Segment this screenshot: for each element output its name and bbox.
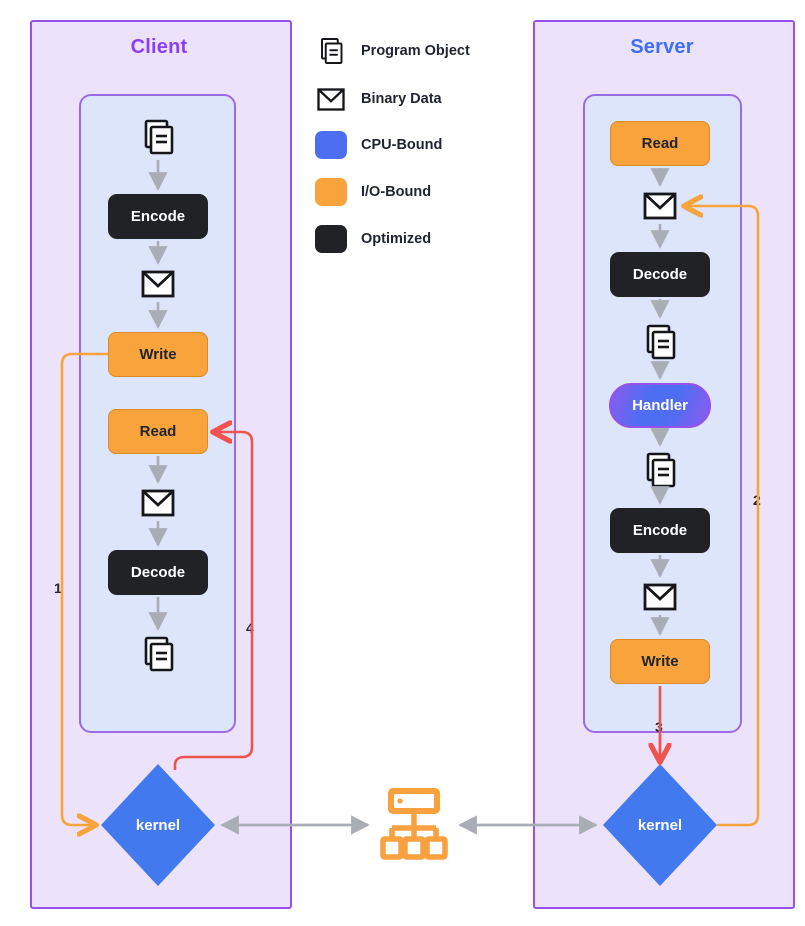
server-binary-data-in-icon	[642, 190, 678, 222]
client-program-object-bottom-icon	[138, 634, 178, 674]
legend-label-binary-data: Binary Data	[361, 91, 442, 107]
edge-label-4: 4	[246, 620, 254, 636]
legend-item-cpu-bound: CPU-Bound	[315, 131, 442, 159]
client-program-object-top-icon	[138, 117, 178, 157]
legend-label-io-bound: I/O-Bound	[361, 184, 432, 200]
server-program-object-out-icon	[640, 450, 680, 490]
legend: Program Object Binary Data CPU-Bound I/O…	[315, 30, 525, 270]
legend-item-io-bound: I/O-Bound	[315, 178, 431, 206]
client-decode-node: Decode	[108, 550, 208, 595]
optimized-swatch	[315, 225, 347, 253]
client-encode-node: Encode	[108, 194, 208, 239]
server-handler-node: Handler	[609, 383, 711, 428]
server-panel-title: Server	[630, 36, 694, 58]
client-write-node: Write	[108, 332, 208, 377]
legend-label-optimized: Optimized	[361, 231, 432, 247]
client-binary-data-out-icon	[140, 268, 176, 300]
cpu-bound-swatch	[315, 131, 347, 159]
legend-label-cpu-bound: CPU-Bound	[361, 137, 443, 153]
client-panel-title: Client	[130, 36, 188, 58]
legend-label-program-object: Program Object	[361, 43, 470, 59]
client-binary-data-in-icon	[140, 487, 176, 519]
edge-label-2: 2	[753, 492, 761, 508]
legend-item-optimized: Optimized	[315, 225, 431, 253]
server-read-node: Read	[610, 121, 710, 166]
server-kernel-label: kernel	[637, 816, 683, 834]
client-kernel-node: kernel	[101, 764, 215, 886]
server-encode-node: Encode	[610, 508, 710, 553]
io-bound-swatch	[315, 178, 347, 206]
network-sitemap-icon	[378, 788, 450, 862]
server-kernel-node: kernel	[603, 764, 717, 886]
server-binary-data-out-icon	[642, 581, 678, 613]
server-program-object-in-icon	[640, 322, 680, 362]
edge-label-3: 3	[655, 719, 663, 735]
server-write-node: Write	[610, 639, 710, 684]
client-read-node: Read	[108, 409, 208, 454]
edge-label-1: 1	[54, 580, 62, 596]
legend-item-binary-data: Binary Data	[315, 84, 442, 114]
client-kernel-label: kernel	[135, 816, 181, 834]
binary-data-icon	[315, 84, 347, 114]
legend-item-program-object: Program Object	[315, 36, 470, 66]
program-object-icon	[315, 36, 347, 66]
server-decode-node: Decode	[610, 252, 710, 297]
